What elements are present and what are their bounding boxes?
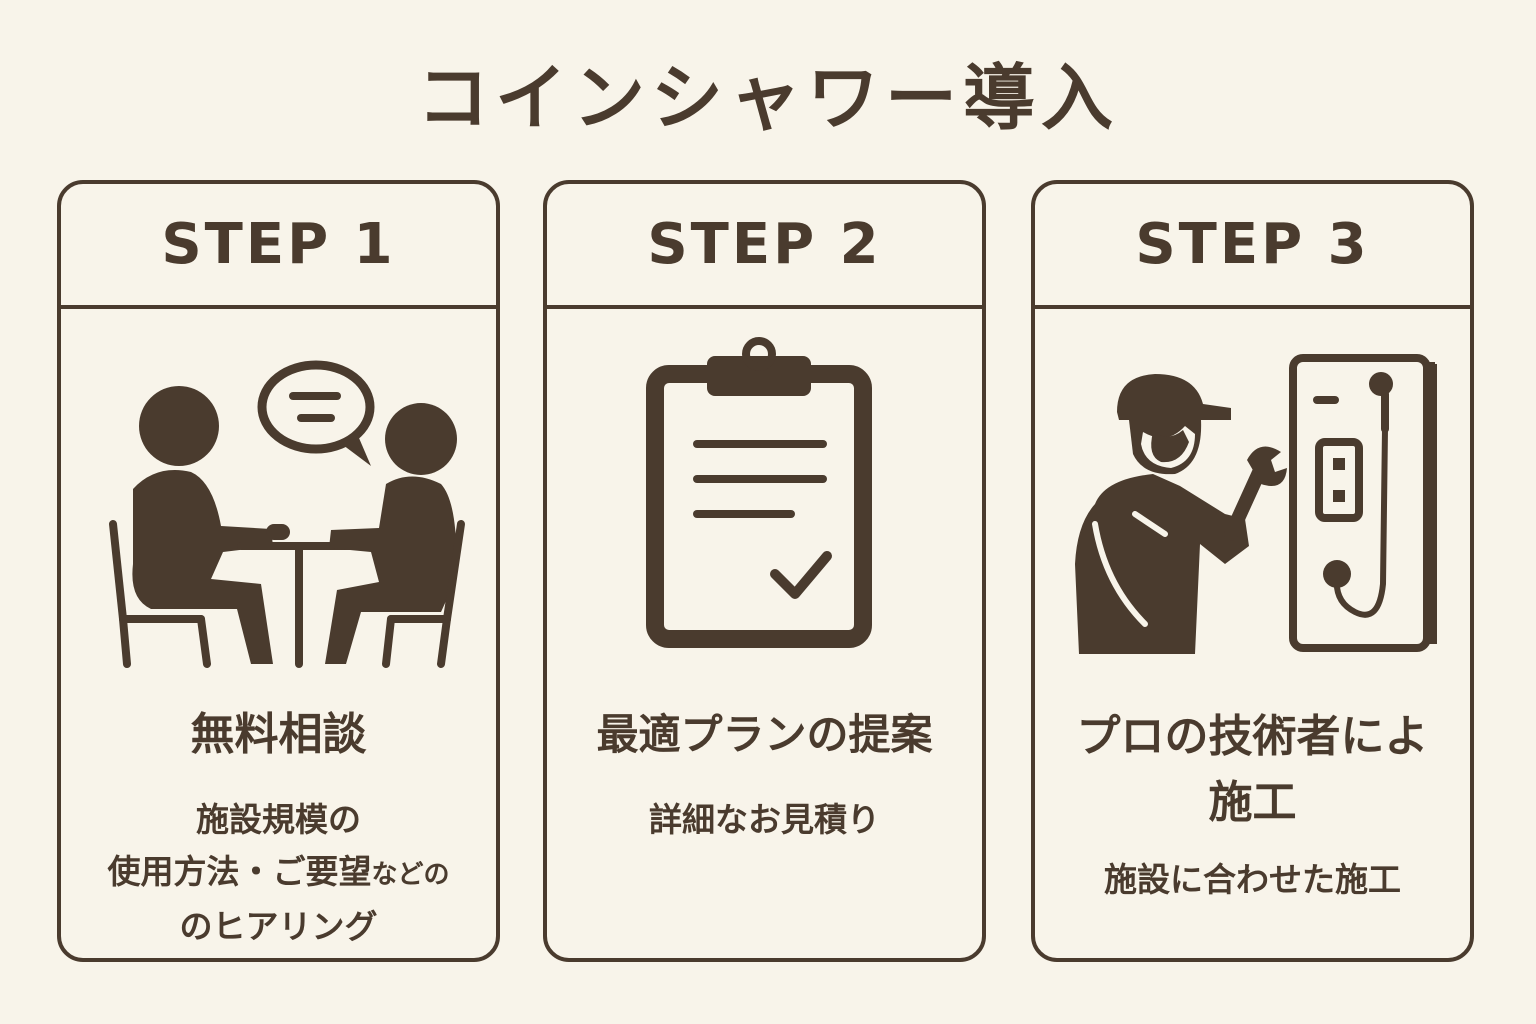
step-1-desc-line-2: 使用方法・ご要望などの [61, 846, 496, 901]
step-2-header: STEP 2 [547, 184, 982, 309]
step-2-desc-line-1: 詳細なお見積り [649, 800, 880, 839]
technician-installation-icon [1075, 354, 1437, 654]
clipboard-check-icon [646, 337, 872, 648]
step-1-description: 施設規模の 使用方法・ご要望などの のヒアリング [61, 794, 496, 953]
step-1-desc-line-1: 施設規模の [196, 800, 361, 839]
step-3-title-line-1: プロの技術者によ [1076, 711, 1429, 762]
step-3-desc-line-1: 施設に合わせた施工 [1104, 860, 1401, 899]
step-1-card: STEP 1 [57, 180, 500, 962]
step-3-header: STEP 3 [1035, 184, 1470, 309]
step-3-title: プロの技術者によ 施工 [1035, 704, 1470, 836]
step-3-label: STEP 3 [1135, 212, 1370, 277]
step-1-label: STEP 1 [161, 212, 396, 277]
step-2-description: 詳細なお見積り [547, 794, 982, 846]
step-1-desc-line-2-small: などの [371, 860, 450, 890]
step-1-desc-line-2-main: 使用方法・ご要望 [107, 852, 372, 891]
step-3-description: 施設に合わせた施工 [1035, 854, 1470, 906]
step-2-title: 最適プランの提案 [596, 710, 933, 759]
step-1-header: STEP 1 [61, 184, 496, 309]
consultation-icon [109, 360, 465, 668]
step-1-title: 無料相談 [190, 709, 367, 760]
step-2-label: STEP 2 [647, 212, 882, 277]
page-title: コインシャワー導入 [416, 56, 1119, 140]
step-3-title-line-2: 施工 [1208, 777, 1297, 828]
step-1-desc-line-3: のヒアリング [179, 907, 378, 946]
step-3-card: STEP 3 プロの技術者によ 施工 [1031, 180, 1474, 962]
step-2-card: STEP 2 最適プランの提案 詳細なお見積り [543, 180, 986, 962]
